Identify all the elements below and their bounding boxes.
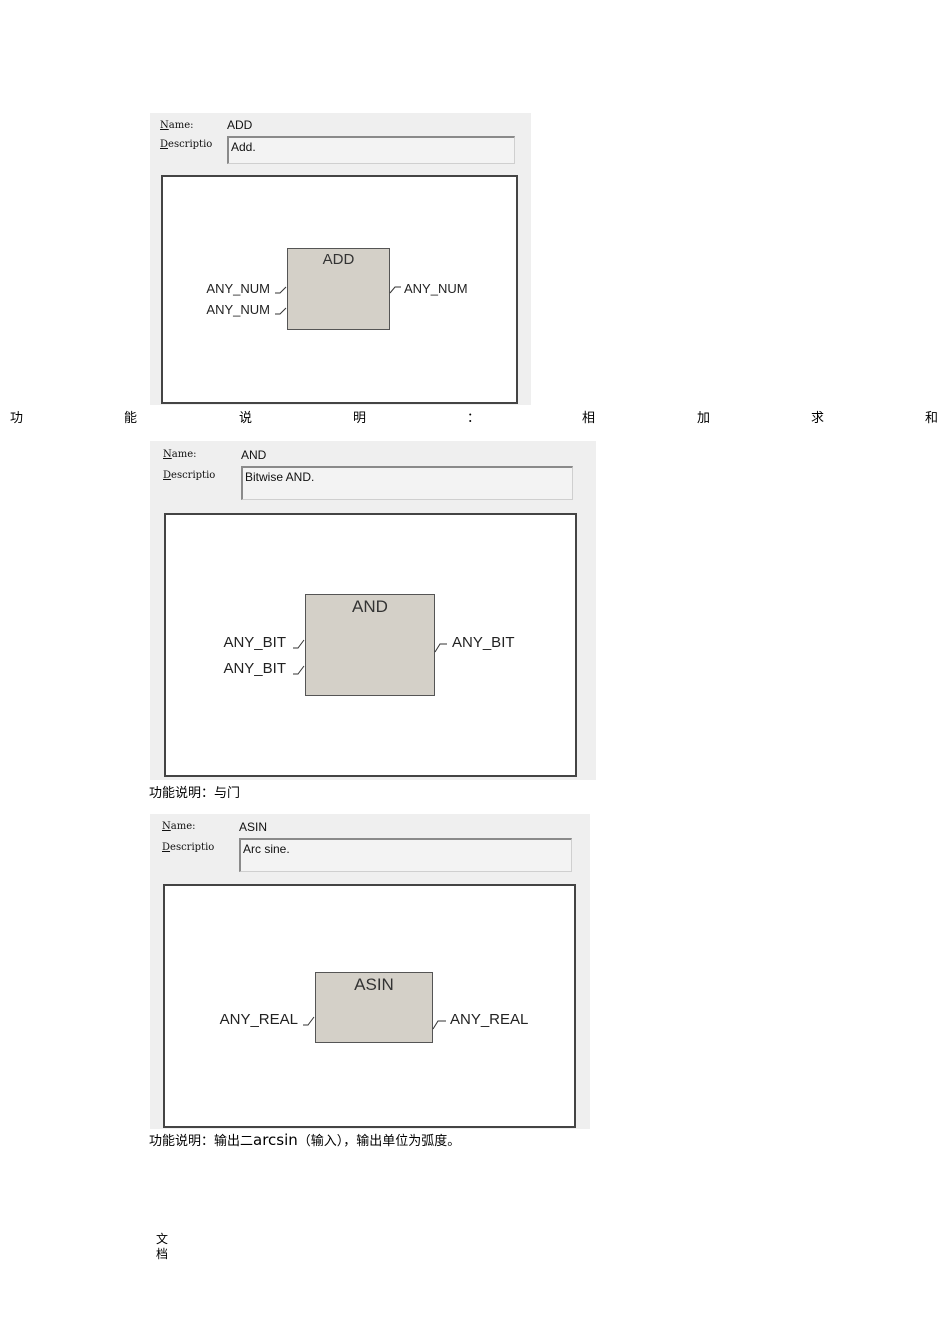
- name-value: ASIN: [239, 820, 268, 834]
- description-value: Arc sine.: [243, 842, 290, 856]
- caption-add-char: 加: [697, 411, 711, 426]
- footer-mark: 文 档: [156, 1232, 168, 1262]
- caption-add-char: 明: [353, 411, 367, 426]
- diagram-canvas: ADD ANY_NUM ANY_NUM ANY_NUM: [161, 175, 518, 404]
- input-pin-2: ANY_NUM: [206, 302, 270, 317]
- caption-add-char: 说: [239, 411, 253, 426]
- input-pin-1: ANY_NUM: [206, 281, 270, 296]
- function-block-title: ASIN: [354, 975, 394, 994]
- name-value: ADD: [227, 118, 253, 132]
- name-label: Name:: [163, 449, 197, 460]
- footer-line-2: 档: [156, 1247, 169, 1261]
- output-pin: ANY_NUM: [404, 281, 468, 296]
- diagram-canvas: ASIN ANY_REAL ANY_REAL: [163, 884, 576, 1128]
- caption-asin-prefix: 功能说明：输出二: [149, 1134, 254, 1149]
- and-block-panel: Name: AND Descriptio Bitwise AND. AND AN…: [150, 441, 596, 780]
- name-label: Name:: [160, 120, 194, 131]
- asin-block-panel: Name: ASIN Descriptio Arc sine. ASIN ANY…: [150, 814, 590, 1129]
- name-label: Name:: [162, 821, 196, 832]
- caption-add-char: 功: [10, 411, 24, 426]
- caption-add-char: 相: [582, 411, 596, 426]
- description-field[interactable]: Bitwise AND.: [241, 466, 573, 500]
- input-pin-2: ANY_BIT: [223, 660, 286, 677]
- caption-asin-latin: arcsin: [253, 1131, 298, 1149]
- caption-add-char: 能: [124, 411, 138, 426]
- caption-add-char: 和: [925, 411, 939, 426]
- diagram-canvas: AND ANY_BIT ANY_BIT ANY_BIT: [164, 513, 577, 777]
- pin-connectors: [275, 286, 401, 315]
- caption-add-char: ：: [467, 411, 481, 426]
- description-label: Descriptio: [163, 470, 216, 481]
- function-block-title: ADD: [322, 251, 355, 268]
- function-block-title: AND: [352, 597, 388, 616]
- description-field[interactable]: Arc sine.: [239, 838, 572, 872]
- add-block-panel: Name: ADD Descriptio Add. ADD ANY_NUM AN…: [150, 113, 531, 405]
- caption-asin-suffix: （输入），输出单位为弧度。: [297, 1134, 461, 1149]
- footer-line-1: 文: [156, 1232, 169, 1246]
- function-block: ADD: [287, 248, 390, 330]
- pin-connectors: [303, 1016, 446, 1030]
- output-pin: ANY_BIT: [452, 634, 515, 651]
- function-block: AND: [305, 594, 435, 696]
- pin-connectors: [293, 639, 447, 675]
- description-value: Add.: [231, 140, 256, 154]
- description-value: Bitwise AND.: [245, 470, 315, 484]
- description-field[interactable]: Add.: [227, 136, 515, 164]
- input-pin-1: ANY_BIT: [223, 634, 286, 651]
- caption-and: 功能说明：与门: [149, 786, 241, 801]
- input-pin-1: ANY_REAL: [219, 1011, 298, 1028]
- caption-add-char: 求: [811, 411, 825, 426]
- description-label: Descriptio: [162, 842, 215, 853]
- caption-asin: 功能说明：输出二arcsin（输入），输出单位为弧度。: [149, 1130, 460, 1149]
- name-value: AND: [241, 448, 267, 462]
- output-pin: ANY_REAL: [450, 1011, 529, 1028]
- function-block: ASIN: [315, 972, 433, 1043]
- description-label: Descriptio: [160, 139, 213, 150]
